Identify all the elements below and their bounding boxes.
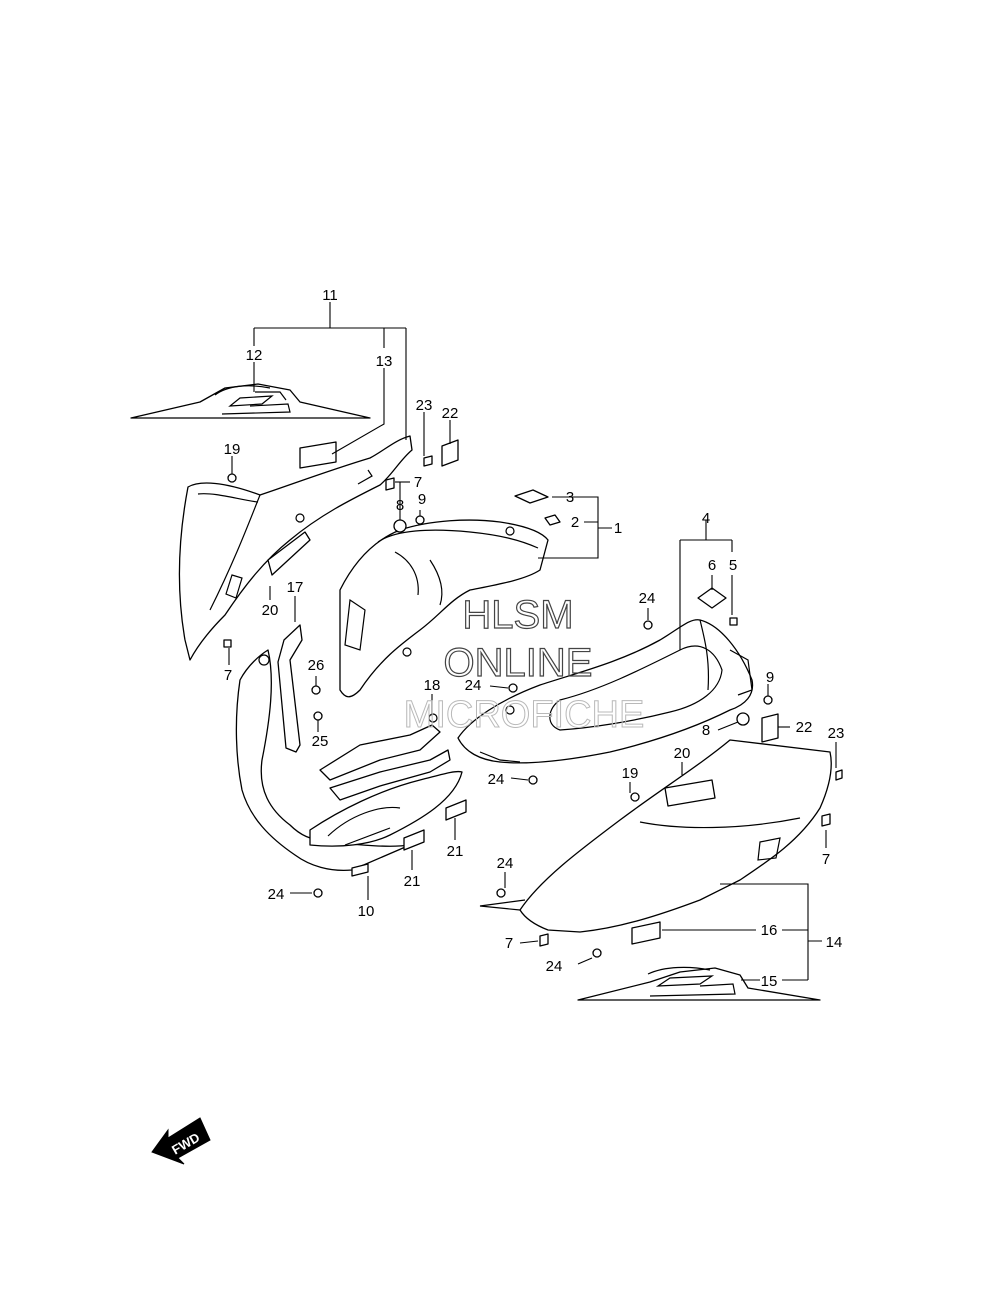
callout-1: 1 xyxy=(614,520,622,537)
callout-24-center-upper: 24 xyxy=(465,677,482,694)
callout-24-right-upper: 24 xyxy=(639,590,656,607)
callout-11: 11 xyxy=(322,287,338,304)
callout-8-right: 8 xyxy=(702,722,710,739)
callout-22-upper: 22 xyxy=(442,405,459,422)
callout-18: 18 xyxy=(424,677,441,694)
callout-16: 16 xyxy=(761,922,778,939)
decal-6-mark xyxy=(697,587,727,609)
callout-8-upper: 8 xyxy=(396,497,404,514)
cowl-lower-right xyxy=(479,739,832,933)
callout-14: 14 xyxy=(826,934,843,951)
callout-12: 12 xyxy=(246,347,263,364)
duct-center xyxy=(339,519,549,698)
decal-upper-left xyxy=(130,383,371,419)
callout-24-left: 24 xyxy=(268,886,285,903)
callout-21-left: 21 xyxy=(404,873,421,890)
callout-7-right: 7 xyxy=(822,851,830,868)
decal-lower-right xyxy=(577,966,821,1001)
callout-19-upper: 19 xyxy=(224,441,241,458)
callout-19-right: 19 xyxy=(622,765,639,782)
callout-5: 5 xyxy=(729,557,737,574)
callout-26: 26 xyxy=(308,657,325,674)
cowl-right-inner xyxy=(457,619,754,764)
callout-24-lower: 24 xyxy=(546,958,563,975)
callout-15: 15 xyxy=(761,973,778,990)
callout-21-right: 21 xyxy=(447,843,464,860)
callout-24-lower-mid: 24 xyxy=(497,855,514,872)
callout-13: 13 xyxy=(376,353,393,370)
callout-6: 6 xyxy=(708,557,716,574)
decal-3-mark xyxy=(514,489,549,504)
decal-5-mark xyxy=(729,617,738,626)
callout-4: 4 xyxy=(702,510,710,527)
watermark-line-2: ONLINE xyxy=(444,641,593,685)
cowl-upper-left xyxy=(178,435,413,661)
callout-22-right: 22 xyxy=(796,719,813,736)
watermark-line-3: MICROFICHE xyxy=(404,694,645,736)
callout-10: 10 xyxy=(358,903,375,920)
watermark: HLSM ONLINE MICROFICHE xyxy=(403,592,645,736)
callout-7-left: 7 xyxy=(224,667,232,684)
fwd-direction-arrow: FWD xyxy=(151,1117,211,1165)
callout-labels: 11 12 13 23 22 19 7 8 9 3 2 1 4 6 5 17 2… xyxy=(224,287,845,990)
decal-2-mark xyxy=(544,514,561,526)
leader-lines xyxy=(228,302,837,981)
callout-9-upper: 9 xyxy=(418,491,426,508)
callout-7-upper: 7 xyxy=(414,474,422,491)
callout-2: 2 xyxy=(571,514,579,531)
callout-20-left: 20 xyxy=(262,602,279,619)
callout-3: 3 xyxy=(566,489,574,506)
bracket-17 xyxy=(277,624,303,753)
callout-7-lower: 7 xyxy=(505,935,513,952)
callout-20-right: 20 xyxy=(674,745,691,762)
bracket-18 xyxy=(319,713,451,801)
callout-23-upper: 23 xyxy=(416,397,433,414)
watermark-line-1: HLSM xyxy=(462,593,573,637)
fasteners xyxy=(223,439,843,958)
callout-9-right: 9 xyxy=(766,669,774,686)
callout-23-right: 23 xyxy=(828,725,845,742)
callout-25: 25 xyxy=(312,733,329,750)
callout-24-center-lower: 24 xyxy=(488,771,505,788)
fairing-lower-left xyxy=(235,649,463,877)
callout-17: 17 xyxy=(287,579,304,596)
